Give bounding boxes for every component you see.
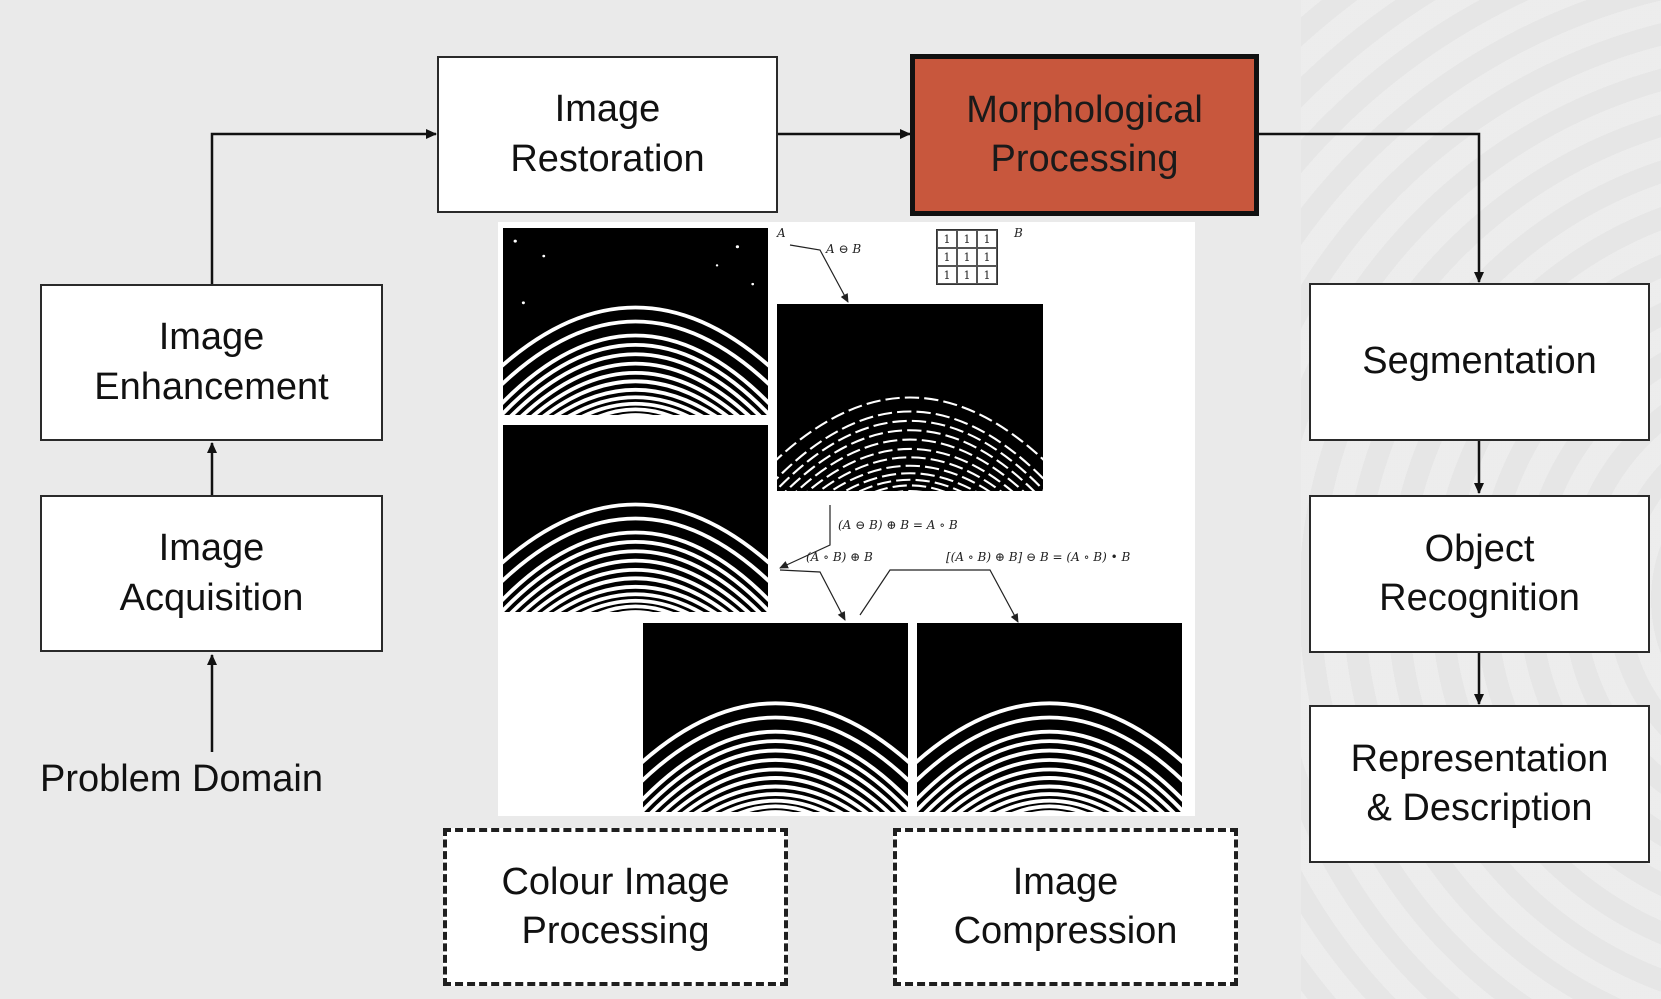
se-cell: 1 <box>977 248 997 266</box>
label-a: A <box>777 226 786 240</box>
label-b: B <box>1014 226 1023 240</box>
se-cell: 1 <box>957 230 977 248</box>
fingerprint-closed-image <box>917 623 1182 812</box>
se-cell: 1 <box>957 266 977 284</box>
fingerprint-dilated-image <box>643 623 908 812</box>
image-acquisition-box: Image Acquisition <box>40 495 383 652</box>
erosion-label: A ⊖ B <box>826 242 862 256</box>
colour-image-processing-box: Colour Image Processing <box>443 828 788 986</box>
se-cell: 1 <box>957 248 977 266</box>
segmentation-box: Segmentation <box>1309 283 1650 441</box>
fingerprint-original-image <box>503 228 768 415</box>
se-cell: 1 <box>937 266 957 284</box>
se-cell: 1 <box>937 248 957 266</box>
arrow-enhancement-to-restoration <box>210 129 437 284</box>
fingerprint-opened-image <box>503 425 768 612</box>
fingerprint-eroded-image <box>777 304 1043 491</box>
image-enhancement-box: Image Enhancement <box>40 284 383 441</box>
se-cell: 1 <box>937 230 957 248</box>
morphological-processing-box: Morphological Processing <box>910 54 1259 216</box>
structuring-element-grid: 1 1 1 1 1 1 1 1 1 <box>936 229 998 285</box>
closing-definition-label: [(A ∘ B) ⊕ B] ⊖ B = (A ∘ B) • B <box>946 550 1131 564</box>
image-compression-box: Image Compression <box>893 828 1238 986</box>
se-cell: 1 <box>977 266 997 284</box>
opening-definition-label: (A ⊖ B) ⊕ B = A ∘ B <box>838 518 958 532</box>
arrow-morphological-to-segmentation <box>1257 132 1484 283</box>
problem-domain-label: Problem Domain <box>40 758 323 800</box>
opening-dilation-label: (A ∘ B) ⊕ B <box>806 550 873 564</box>
object-recognition-box: Object Recognition <box>1309 495 1650 653</box>
image-restoration-box: Image Restoration <box>437 56 778 213</box>
se-cell: 1 <box>977 230 997 248</box>
representation-description-box: Representation & Description <box>1309 705 1650 863</box>
